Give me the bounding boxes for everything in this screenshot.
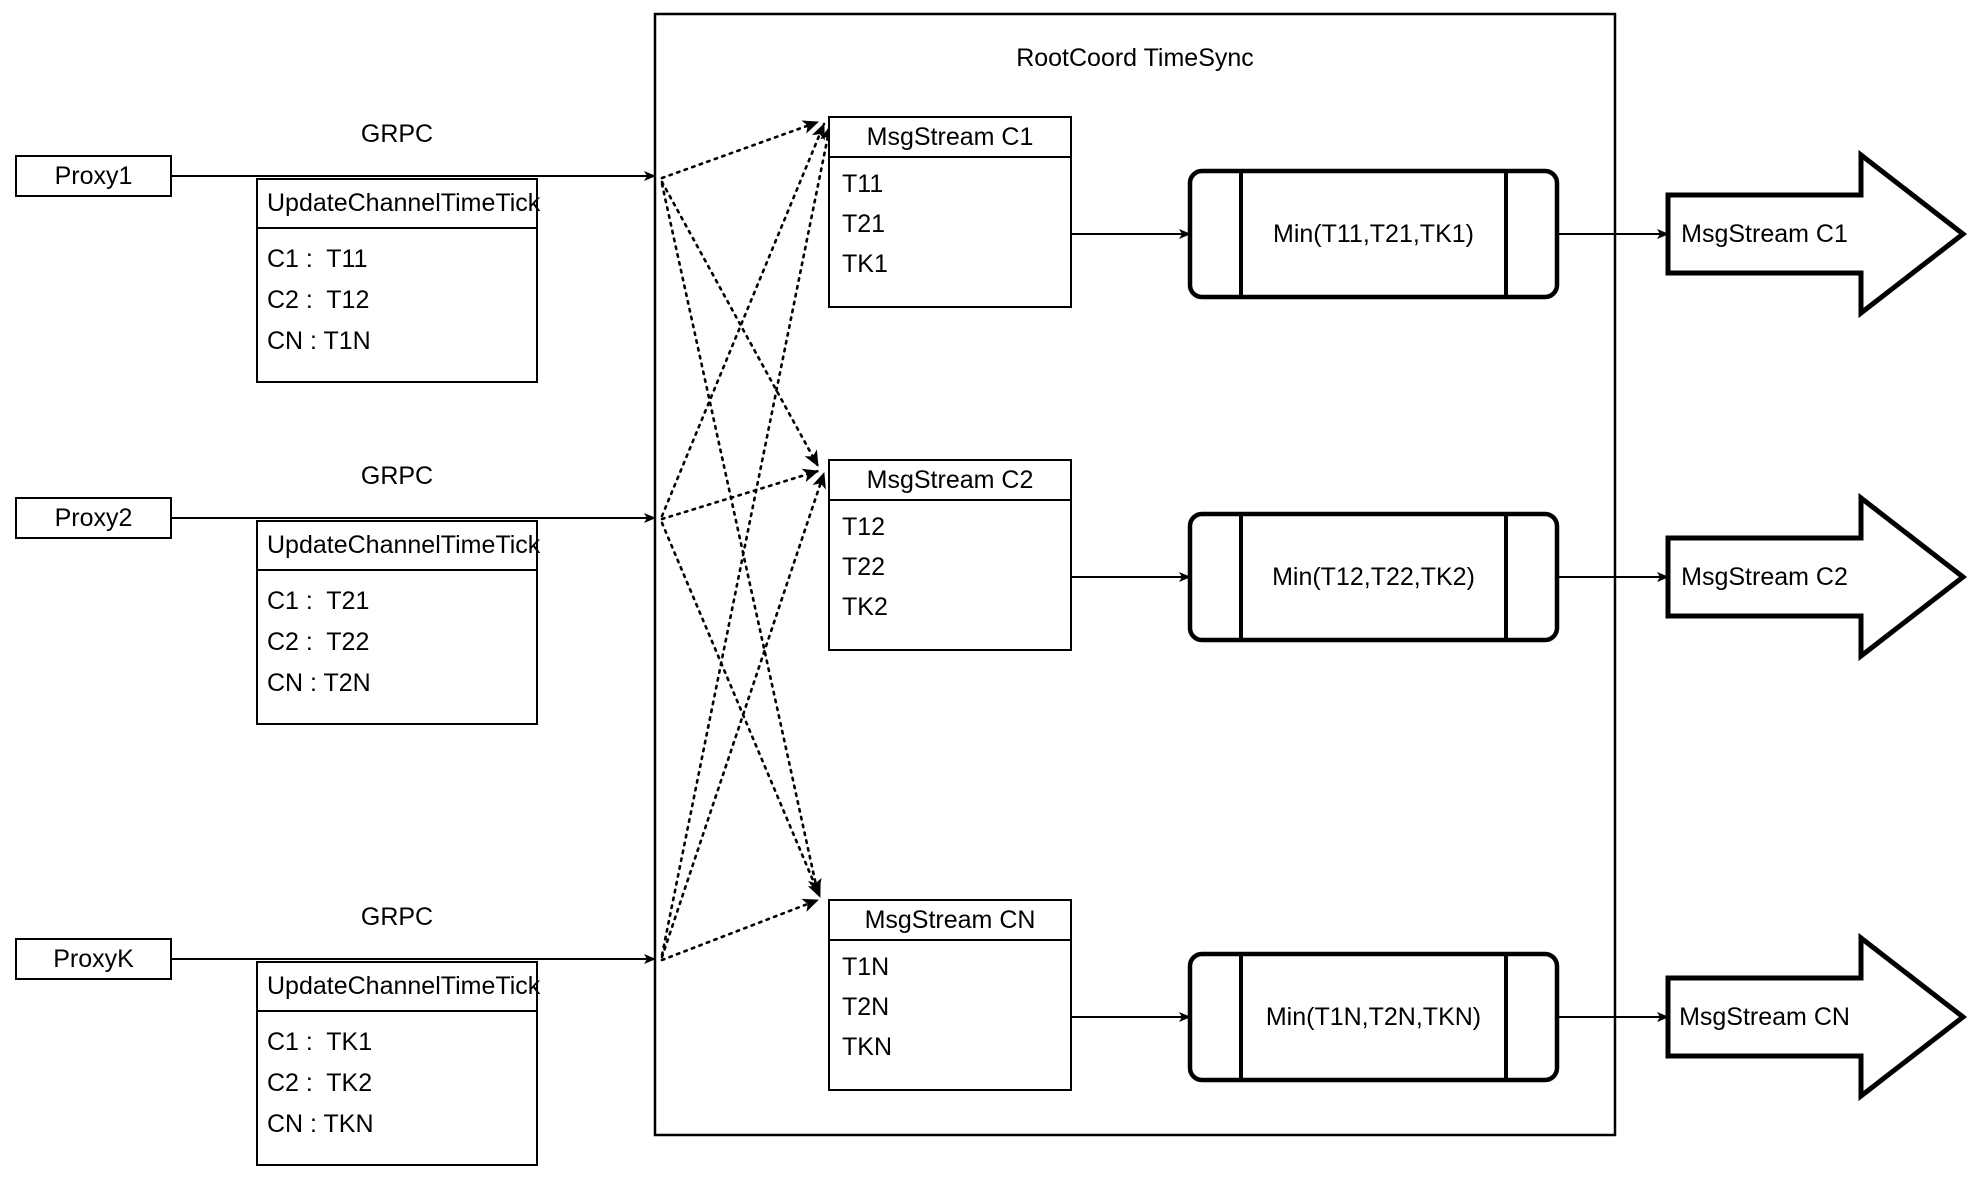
grpc-label-proxy2: GRPC <box>360 462 434 490</box>
timetick-entry: CN : T2N <box>267 669 371 697</box>
update-channel-timetick-box-proxy2[interactable]: UpdateChannelTimeTick C1 : T21 C2 : T22 … <box>256 520 540 725</box>
msgstream-tick: T21 <box>842 210 886 238</box>
min-to-output-lines <box>1557 229 1669 1022</box>
min-label-cn: Min(T1N,T2N,TKN) <box>1265 1002 1482 1031</box>
msgstream-tick: T22 <box>842 553 886 581</box>
output-text-c2: MsgStream C2 <box>1681 562 1848 591</box>
timetick-entry: CN : TKN <box>267 1110 374 1138</box>
timetick-title-proxy2: UpdateChannelTimeTick <box>258 522 540 571</box>
update-channel-timetick-box-proxy1[interactable]: UpdateChannelTimeTick C1 : T11 C2 : T12 … <box>256 178 540 383</box>
msgstream-box-cn[interactable]: MsgStream CN T1N T2N TKN <box>828 899 1072 1091</box>
update-channel-timetick-box-proxyk[interactable]: UpdateChannelTimeTick C1 : TK1 C2 : TK2 … <box>256 961 540 1166</box>
timetick-entry: C1 : T21 <box>267 587 370 615</box>
output-label-c2[interactable]: MsgStream C2 <box>1668 538 1861 616</box>
msgstream-tick: TKN <box>842 1033 892 1061</box>
timetick-title-proxy1: UpdateChannelTimeTick <box>258 180 540 229</box>
proxy-box-proxyk[interactable]: ProxyK <box>15 938 172 980</box>
msgstream-tick: T12 <box>842 513 886 541</box>
output-text-cn: MsgStream CN <box>1679 1002 1850 1031</box>
grpc-label-proxyk: GRPC <box>360 903 434 931</box>
msgstream-ticks-c2: T12 T22 TK2 <box>830 501 1070 649</box>
timetick-entries-proxyk: C1 : TK1 C2 : TK2 CN : TKN <box>258 1012 536 1164</box>
grpc-label-proxy1: GRPC <box>360 120 434 148</box>
min-box-c2[interactable]: Min(T12,T22,TK2) <box>1241 514 1506 640</box>
msgstream-tick: TK2 <box>842 593 888 621</box>
timetick-entry: C1 : TK1 <box>267 1028 373 1056</box>
timetick-entries-proxy2: C1 : T21 C2 : T22 CN : T2N <box>258 571 536 723</box>
output-block-arrows <box>1665 149 1968 1102</box>
msgstream-box-c2[interactable]: MsgStream C2 T12 T22 TK2 <box>828 459 1072 651</box>
proxy-box-proxy2[interactable]: Proxy2 <box>15 497 172 539</box>
timetick-entry: C1 : T11 <box>267 245 368 273</box>
output-label-c1[interactable]: MsgStream C1 <box>1668 195 1861 273</box>
msgstream-tick: T11 <box>842 170 884 198</box>
proxy-label-proxy1: Proxy1 <box>54 161 133 190</box>
timetick-entry: CN : T1N <box>267 327 371 355</box>
min-label-c2: Min(T12,T22,TK2) <box>1272 562 1475 591</box>
proxy-label-proxyk: ProxyK <box>53 944 134 973</box>
msgstream-ticks-c1: T11 T21 TK1 <box>830 158 1070 306</box>
msgstream-title-cn: MsgStream CN <box>830 901 1070 941</box>
fanout-dotted-lines <box>660 120 834 962</box>
msgstream-ticks-cn: T1N T2N TKN <box>830 941 1070 1089</box>
container-title: RootCoord TimeSync <box>1016 44 1254 72</box>
timetick-entry: C2 : TK2 <box>267 1069 373 1097</box>
min-label-c1: Min(T11,T21,TK1) <box>1273 219 1474 248</box>
proxy-label-proxy2: Proxy2 <box>54 503 133 532</box>
output-text-c1: MsgStream C1 <box>1681 219 1848 248</box>
min-box-c1[interactable]: Min(T11,T21,TK1) <box>1241 171 1506 297</box>
timetick-entry: C2 : T12 <box>267 286 370 314</box>
msgstream-box-c1[interactable]: MsgStream C1 T11 T21 TK1 <box>828 116 1072 308</box>
proxy-box-proxy1[interactable]: Proxy1 <box>15 155 172 197</box>
msgstream-tick: TK1 <box>842 250 888 278</box>
timetick-entries-proxy1: C1 : T11 C2 : T12 CN : T1N <box>258 229 536 381</box>
timetick-title-proxyk: UpdateChannelTimeTick <box>258 963 540 1012</box>
output-label-cn[interactable]: MsgStream CN <box>1668 978 1861 1056</box>
msgstream-tick: T1N <box>842 953 890 981</box>
msgstream-tick: T2N <box>842 993 890 1021</box>
msgstream-title-c2: MsgStream C2 <box>830 461 1070 501</box>
min-box-cn[interactable]: Min(T1N,T2N,TKN) <box>1241 954 1506 1080</box>
msgstream-title-c1: MsgStream C1 <box>830 118 1070 158</box>
timetick-entry: C2 : T22 <box>267 628 370 656</box>
stream-to-min-lines <box>1072 229 1191 1022</box>
